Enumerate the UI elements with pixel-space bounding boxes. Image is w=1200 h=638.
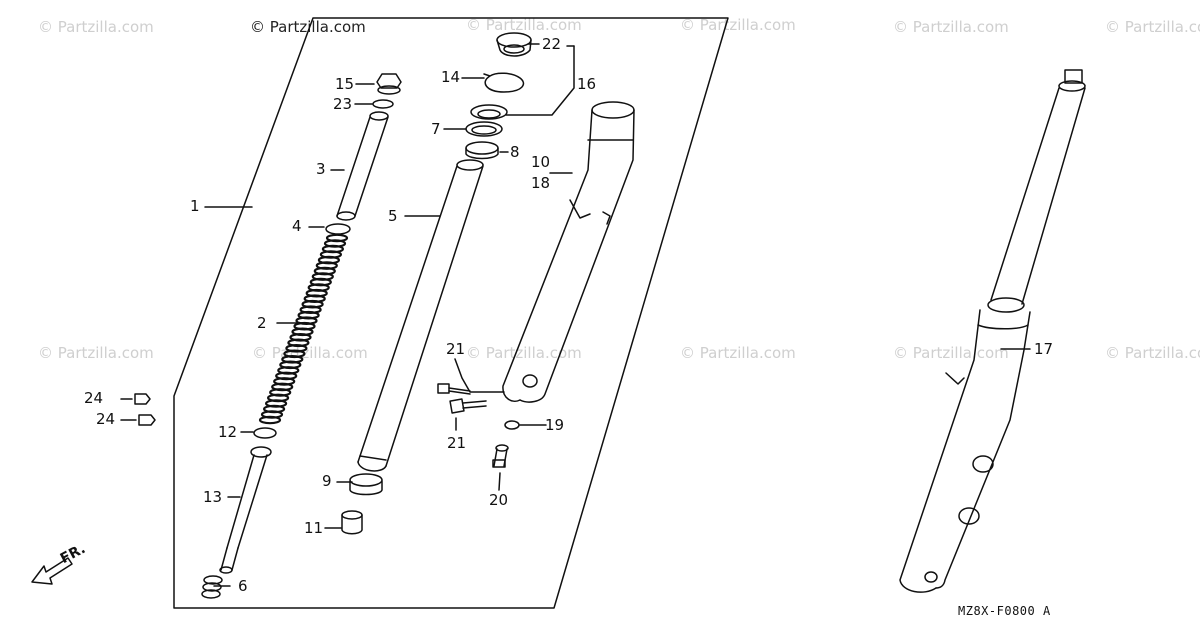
part-label-4: 4 xyxy=(292,217,302,235)
part-label-1: 1 xyxy=(190,197,200,215)
copyright-watermark: © Partzilla.com xyxy=(250,18,366,36)
back-up-ring xyxy=(465,121,503,137)
part-label-12: 12 xyxy=(218,423,238,441)
watermark: © Partzilla.com xyxy=(466,16,582,34)
part-label-24: 24 xyxy=(96,410,116,428)
damper-bolt xyxy=(492,444,509,468)
part-label-21: 21 xyxy=(446,340,466,358)
part-label-21: 21 xyxy=(447,434,467,452)
watermark: © Partzilla.com xyxy=(680,16,796,34)
watermark: © Partzilla.com xyxy=(893,344,1009,362)
spring-coil xyxy=(258,415,282,425)
bolt-24-lower xyxy=(138,414,156,426)
part-label-5: 5 xyxy=(388,207,398,225)
watermark: © Partzilla.com xyxy=(1105,344,1200,362)
damper-rod xyxy=(219,446,272,574)
fork-assembly-complete xyxy=(899,69,1086,593)
part-label-2: 2 xyxy=(257,314,267,332)
part-label-19: 19 xyxy=(545,416,565,434)
fork-spring xyxy=(258,233,349,425)
part-label-9: 9 xyxy=(322,472,332,490)
watermark: © Partzilla.com xyxy=(1105,18,1200,36)
watermark: © Partzilla.com xyxy=(466,344,582,362)
fork-tube xyxy=(357,159,484,472)
watermark: © Partzilla.com xyxy=(252,344,368,362)
oil-lock-piece xyxy=(341,510,363,535)
socket-bolt-lower xyxy=(449,398,487,414)
part-label-22: 22 xyxy=(542,35,562,53)
part-label-16: 16 xyxy=(577,75,597,93)
part-label-20: 20 xyxy=(489,491,509,509)
slide-bushing xyxy=(349,473,383,496)
front-arrow-icon xyxy=(31,557,73,585)
part-label-11: 11 xyxy=(304,519,324,537)
spacer-tube xyxy=(336,111,389,221)
part-label-13: 13 xyxy=(203,488,223,506)
bolt-24-upper xyxy=(134,393,151,405)
oil-seal xyxy=(470,104,508,120)
part-label-14: 14 xyxy=(441,68,461,86)
stopper-ring xyxy=(483,72,525,93)
watermark: © Partzilla.com xyxy=(680,344,796,362)
sealing-washer xyxy=(504,420,520,430)
part-label-17: 17 xyxy=(1034,340,1054,358)
watermark: © Partzilla.com xyxy=(38,18,154,36)
part-label-8: 8 xyxy=(510,143,520,161)
part-label-23: 23 xyxy=(333,95,353,113)
watermark: © Partzilla.com xyxy=(893,18,1009,36)
part-label-15: 15 xyxy=(335,75,355,93)
fork-slider xyxy=(502,101,635,403)
o-ring xyxy=(372,99,394,109)
part-label-18: 18 xyxy=(531,174,551,192)
socket-bolt-upper xyxy=(437,383,471,395)
fork-cap-bolt xyxy=(376,73,402,95)
watermark: © Partzilla.com xyxy=(38,344,154,362)
piston-ring xyxy=(253,427,277,439)
assembly-outline xyxy=(173,17,729,609)
rebound-spring xyxy=(201,575,223,599)
drawing-code: MZ8X-F0800 A xyxy=(958,604,1051,618)
part-label-7: 7 xyxy=(431,120,441,138)
part-label-10: 10 xyxy=(531,153,551,171)
dust-seal xyxy=(496,32,532,57)
spring-seat xyxy=(325,223,351,235)
part-label-3: 3 xyxy=(316,160,326,178)
part-label-24: 24 xyxy=(84,389,104,407)
guide-bushing xyxy=(465,141,499,160)
part-label-6: 6 xyxy=(238,577,248,595)
